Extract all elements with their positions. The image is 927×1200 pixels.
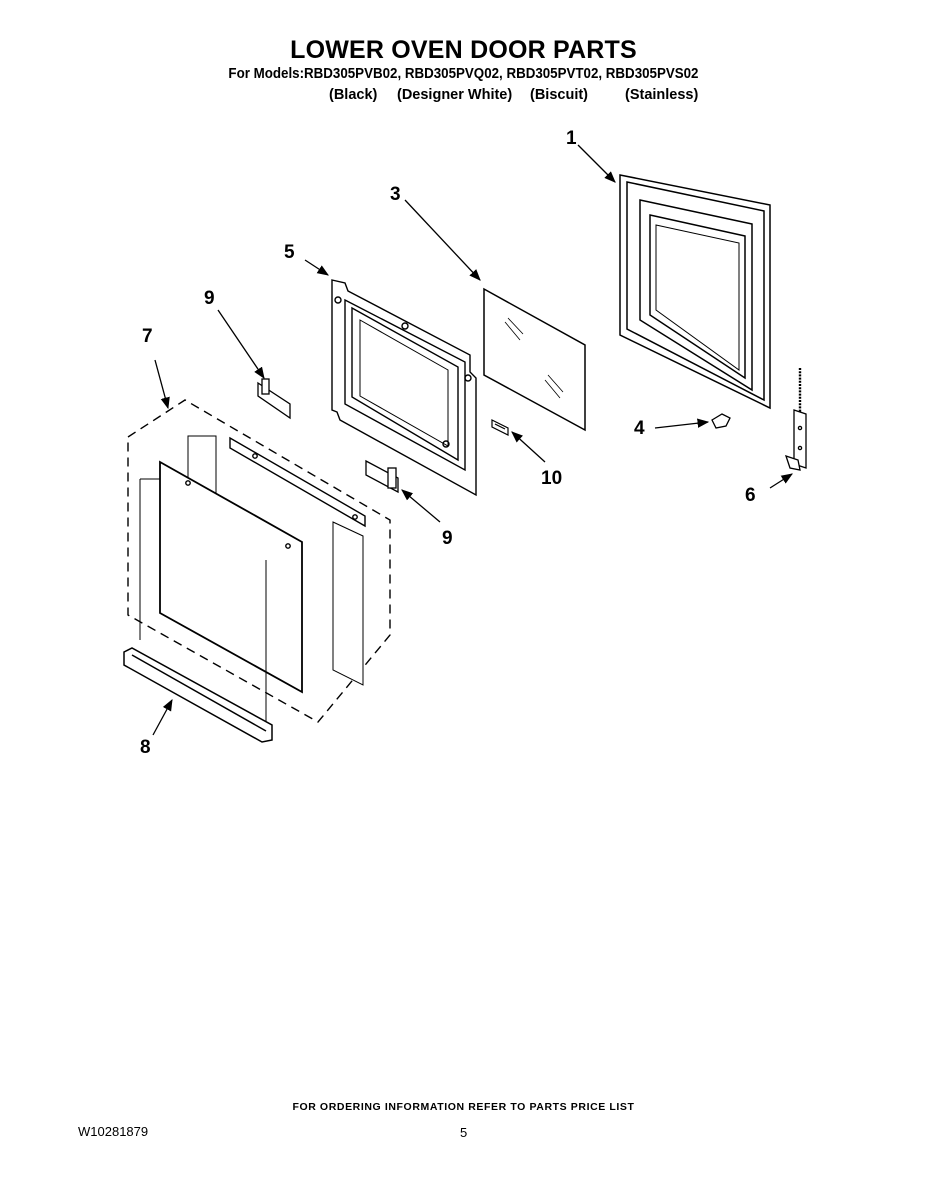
callout-3: 3 <box>390 184 401 205</box>
hinge-bracket-lower <box>365 459 399 494</box>
document-number: W10281879 <box>78 1124 149 1139</box>
outer-door-panel <box>619 174 771 410</box>
models-line: For Models:RBD305PVB02, RBD305PVQ02, RBD… <box>228 66 699 82</box>
callout-9-lower: 9 <box>442 528 453 549</box>
callout-6: 6 <box>745 485 756 506</box>
page-number: 5 <box>460 1125 468 1140</box>
finish-black: (Black) <box>329 87 378 103</box>
door-spacer <box>711 413 731 429</box>
glass-clip <box>491 419 509 436</box>
inner-door-liner <box>331 279 477 497</box>
callout-7: 7 <box>142 326 153 347</box>
door-assembly <box>127 399 391 725</box>
finish-biscuit: (Biscuit) <box>530 87 588 103</box>
door-hinge <box>784 368 807 471</box>
callout-8: 8 <box>140 737 151 758</box>
finish-stainless: (Stainless) <box>625 87 699 103</box>
finish-designer-white: (Designer White) <box>397 87 513 103</box>
page-title: LOWER OVEN DOOR PARTS <box>290 36 637 64</box>
callout-9-upper: 9 <box>204 288 215 309</box>
door-glass <box>483 287 586 432</box>
callout-10: 10 <box>541 468 563 489</box>
callout-1: 1 <box>566 128 577 149</box>
ordering-note: FOR ORDERING INFORMATION REFER TO PARTS … <box>292 1101 635 1113</box>
callout-4: 4 <box>634 418 645 439</box>
callout-5: 5 <box>284 242 295 263</box>
door-handle-trim <box>123 647 273 743</box>
hinge-bracket-upper <box>257 378 291 420</box>
